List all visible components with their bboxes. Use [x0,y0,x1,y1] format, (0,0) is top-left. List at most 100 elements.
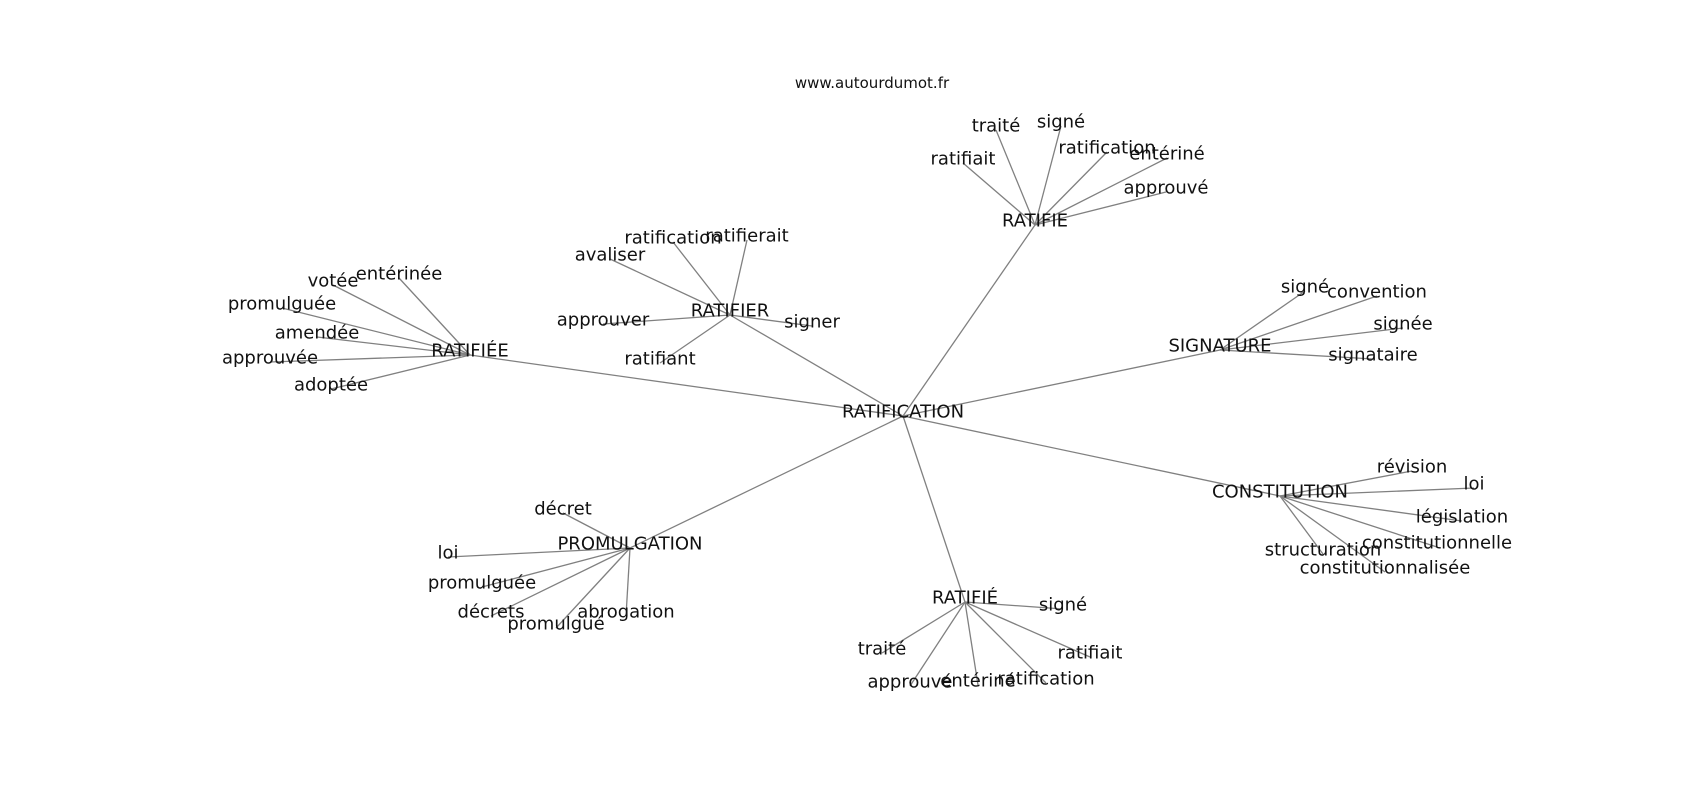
leaf-node-label: approuvée [222,348,318,369]
leaf-node-label: approuvé [867,672,952,693]
edge-hub-to-leaf [481,547,631,588]
edge-hub-to-leaf [1034,125,1062,226]
edge-hub-to-leaf [447,547,631,558]
leaf-node-label: signé [1039,595,1087,616]
edge-hub-to-leaf [332,284,471,356]
edge-hub-to-leaf [1034,191,1167,226]
edge-hub-to-leaf [964,601,1047,684]
edge-hub-to-leaf [625,547,631,617]
leaf-node-label: approuver [557,310,650,331]
edge-center-to-hub [902,415,966,603]
leaf-node-label: ratifiait [931,149,996,170]
edge-hub-to-leaf [1034,151,1108,226]
edge-hub-to-leaf [1279,495,1463,522]
edge-hub-to-leaf [490,547,631,617]
leaf-node-label: traité [858,639,907,660]
edge-center-to-hub [902,349,1221,417]
edge-hub-to-leaf [995,129,1036,226]
leaf-node-label: amendée [275,323,360,344]
leaf-node-label: avaliser [575,245,646,266]
leaf-node-label: promulguée [228,294,336,315]
leaf-node-label: promulgué [507,614,604,635]
leaf-node-label: traité [972,116,1021,137]
edge-hub-to-leaf [964,601,979,686]
leaf-node-label: signer [784,312,840,333]
edge-hub-to-leaf [1219,295,1378,351]
edge-hub-to-leaf [659,314,731,364]
leaf-node-label: signée [1373,314,1432,335]
edge-hub-to-leaf [562,512,631,549]
leaf-node-label: adoptée [294,375,368,396]
edge-hub-to-leaf [609,258,731,316]
leaf-node-label: législation [1416,507,1508,528]
hub-node-label: RATIFIE [1002,211,1068,232]
leaf-node-label: décret [534,499,592,520]
leaf-node-label: loi [437,543,458,564]
hub-node-label: SIGNATURE [1168,336,1271,357]
leaf-node-label: ratifierait [705,226,788,247]
edge-center-to-hub [902,415,1281,497]
edge-hub-to-leaf [964,601,1064,610]
leaf-node-label: signataire [1328,345,1417,366]
edge-hub-to-leaf [316,336,471,356]
leaf-node-label: signé [1037,112,1085,133]
leaf-node-label: constitutionnalisée [1300,558,1471,579]
leaf-node-label: convention [1327,282,1427,303]
edge-hub-to-leaf [602,314,731,325]
edge-hub-to-leaf [881,601,966,654]
leaf-node-label: approuvé [1123,178,1208,199]
edge-hub-to-leaf [1279,495,1324,555]
hub-node-label: PROMULGATION [557,534,702,555]
edge-center-to-hub [469,354,904,417]
leaf-node-label: ratification [624,228,721,249]
edge-hub-to-leaf [269,354,471,363]
edge-hub-to-leaf [1279,495,1386,573]
hub-node-label: RATIFIER [691,301,770,322]
edge-hub-to-leaf [729,314,813,327]
edge-center-to-hub [629,415,904,549]
leaf-node-label: révision [1377,457,1448,478]
edge-hub-to-leaf [1034,157,1168,226]
hub-node-label: CONSTITUTION [1212,482,1348,503]
edge-hub-to-leaf [909,601,966,687]
edge-hub-to-leaf [1279,487,1475,497]
leaf-node-label: votée [308,271,359,292]
edge-center-to-hub [902,224,1036,417]
leaf-node-label: ratification [1058,138,1155,159]
edge-hub-to-leaf [964,601,1091,658]
graph-edges [269,125,1475,687]
edge-center-to-hub [729,314,904,417]
leaf-node-label: ratification [997,669,1094,690]
leaf-node-label: structuration [1265,540,1382,561]
leaf-node-label: entériné [1129,144,1205,165]
edge-hub-to-leaf [555,547,631,629]
edge-hub-to-leaf [1279,495,1438,548]
leaf-node-label: entérinée [356,264,443,285]
leaf-node-label: promulguée [428,573,536,594]
edge-hub-to-leaf [398,277,471,356]
graph-labels: www.autourdumot.fr RATIFICATION RATIFIE ra… [222,74,1512,693]
leaf-node-label: loi [1463,474,1484,495]
edge-hub-to-leaf [1219,290,1306,351]
leaf-node-label: constitutionnelle [1362,533,1512,554]
leaf-node-label: signé [1281,277,1329,298]
leaf-node-label: décrets [458,602,525,623]
edge-hub-to-leaf [1279,470,1413,497]
edge-hub-to-leaf [962,162,1036,226]
edge-hub-to-leaf [1219,349,1374,360]
leaf-node-label: ratifiant [624,349,695,370]
edge-hub-to-leaf [281,307,471,356]
site-watermark: www.autourdumot.fr [795,74,950,92]
edge-hub-to-leaf [729,239,748,316]
leaf-node-label: abrogation [577,602,674,623]
hub-node-label: RATIFIÉ [932,587,998,609]
edge-hub-to-leaf [330,354,471,390]
center-node-label: RATIFICATION [842,402,964,423]
leaf-node-label: entériné [940,671,1016,692]
hub-node-label: RATIFIÉE [431,340,508,362]
leaf-node-label: ratifiait [1058,643,1123,664]
edge-hub-to-leaf [672,241,731,316]
edge-hub-to-leaf [1219,327,1404,351]
